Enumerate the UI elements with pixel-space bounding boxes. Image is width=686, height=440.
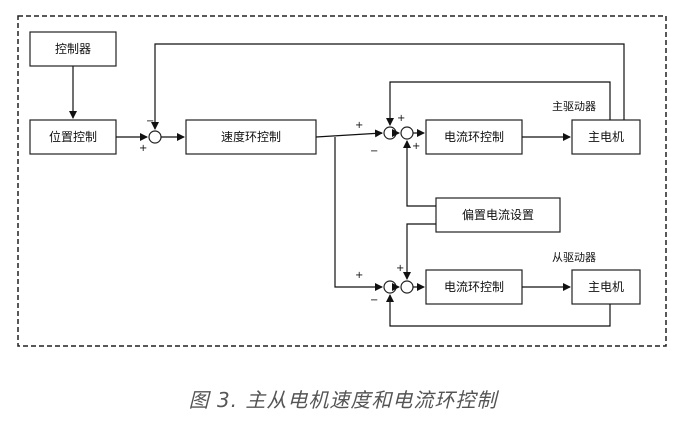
sign-slave-feedback: − <box>370 295 378 306</box>
current-loop-slave-label: 电流环控制 <box>444 280 504 294</box>
sign-slave-bias: + <box>396 263 404 274</box>
bias-current-label: 偏置电流设置 <box>462 207 534 222</box>
sign-master-sum-top: + <box>397 113 405 124</box>
master-current-sum-junction <box>383 126 397 140</box>
system-boundary <box>17 15 667 347</box>
control-diagram: 控制器 位置控制 速度环控制 电流环控制 主电机 偏置电流设置 电流环控制 主电… <box>17 15 667 347</box>
figure-caption: 图 3. 主从电机速度和电流环控制 <box>188 388 498 412</box>
current-loop-slave-block: 电流环控制 <box>425 269 523 305</box>
master-driver-label: 主驱动器 <box>552 100 596 113</box>
connection-lines <box>69 43 625 327</box>
motor-slave-block: 主电机 <box>571 269 641 305</box>
sign-master-feedback: − <box>370 146 378 157</box>
controller-block: 控制器 <box>29 31 117 67</box>
motor-master-block: 主电机 <box>571 119 641 155</box>
slave-bias-sum-junction <box>400 280 414 294</box>
sign-speed-feedback: − <box>146 116 154 127</box>
slave-driver-label: 从驱动器 <box>552 251 596 264</box>
speed-loop-block: 速度环控制 <box>185 119 317 155</box>
controller-label: 控制器 <box>55 42 91 56</box>
sign-slave-input: + <box>355 270 363 281</box>
motor-slave-label: 主电机 <box>588 280 624 294</box>
sign-master-bias: + <box>412 141 420 152</box>
position-control-label: 位置控制 <box>49 129 97 144</box>
current-loop-master-block: 电流环控制 <box>425 119 523 155</box>
position-control-block: 位置控制 <box>29 119 117 155</box>
sign-master-input: + <box>355 120 363 131</box>
speed-sum-junction <box>148 130 162 144</box>
motor-master-label: 主电机 <box>588 130 624 144</box>
bias-current-block: 偏置电流设置 <box>435 197 561 233</box>
sign-speed-input: + <box>139 143 147 154</box>
slave-current-sum-junction <box>383 280 397 294</box>
current-loop-master-label: 电流环控制 <box>444 130 504 144</box>
master-bias-sum-junction <box>400 126 414 140</box>
speed-loop-label: 速度环控制 <box>221 129 281 144</box>
